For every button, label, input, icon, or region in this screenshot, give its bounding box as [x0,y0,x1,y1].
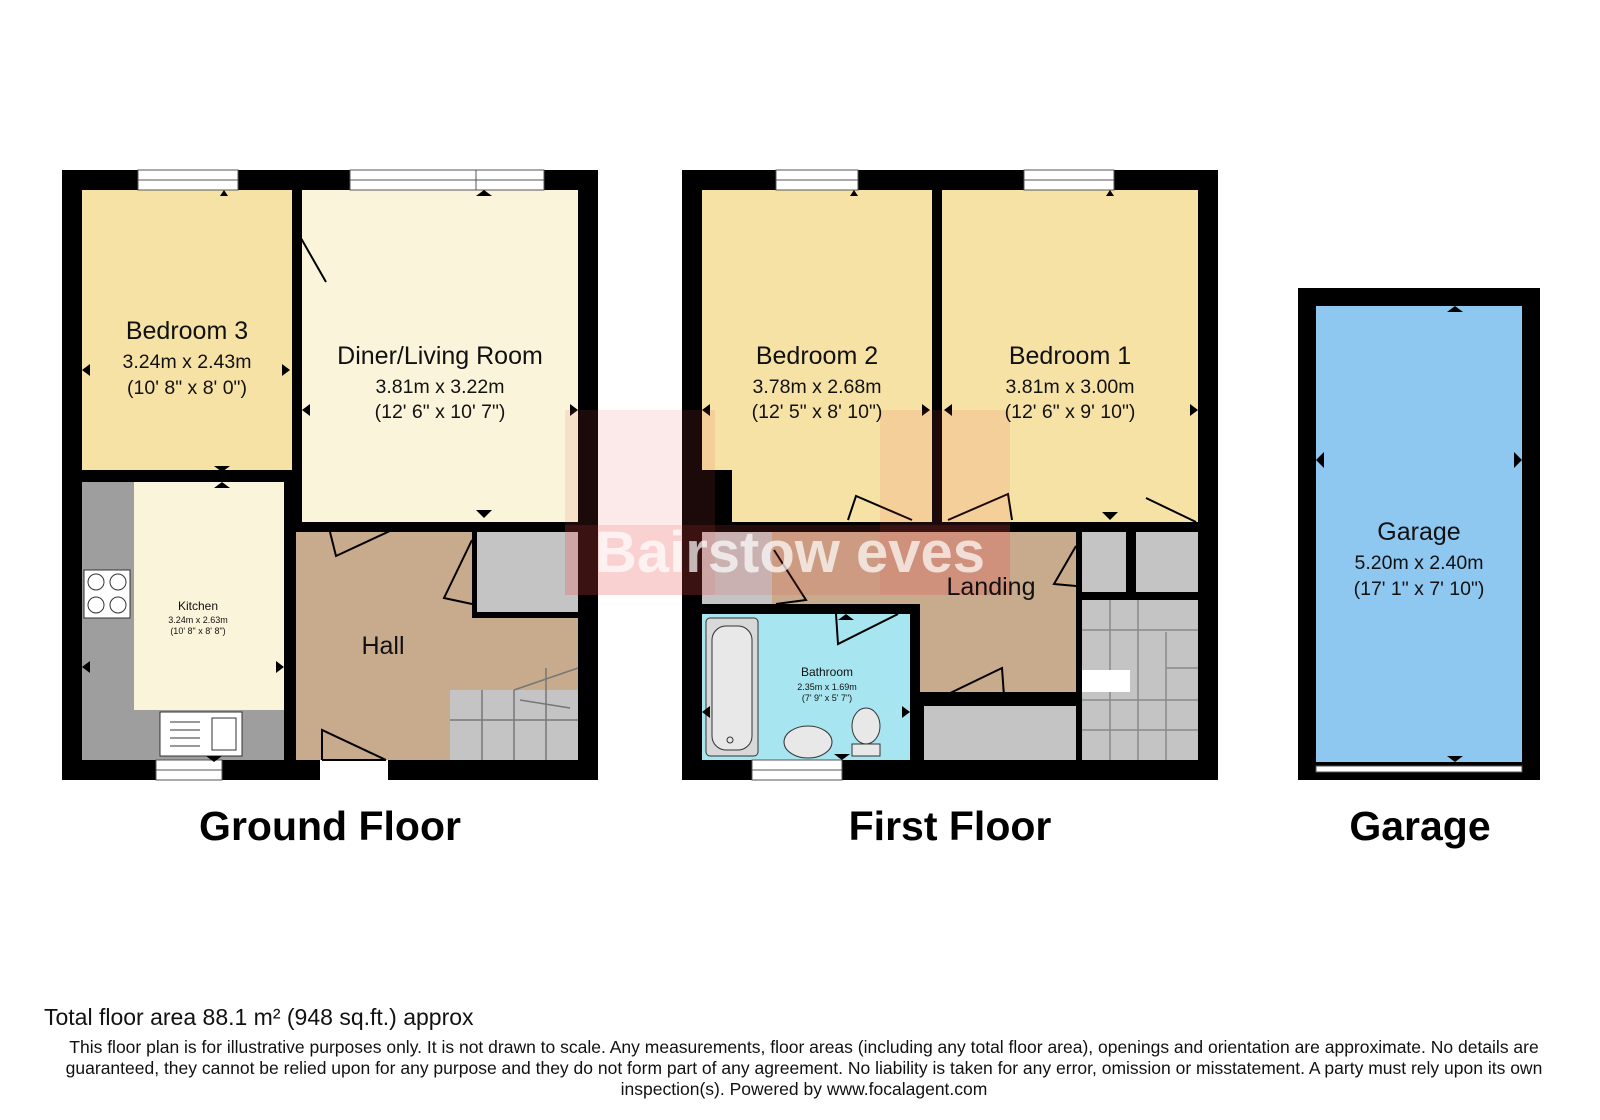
wall-landing-store [920,696,1080,706]
landing-cupboard-top-2 [1136,532,1198,592]
door-bathroom-swing [835,613,899,646]
kitchen-side-area [82,482,134,760]
wall-bed2-bed1 [932,190,942,522]
room-labels: Bedroom 3 3.24m x 2.43m (10' 8" x 8' 0")… [123,317,1485,703]
bathroom-imperial: (7' 9" x 5' 7") [802,693,852,703]
wall-bedrooms-landing [702,522,1198,532]
first-stairs [1082,600,1198,760]
wall-stairs-top [1076,592,1198,600]
bedroom2-imperial: (12' 5" x 8' 10") [752,401,883,423]
garage-plan [1298,288,1540,780]
watermark-logo: Bairstow eves [565,410,1010,595]
diner-floor [302,190,578,522]
wall-bathroom-right [910,604,920,760]
ground-floor-plan [62,169,598,781]
ground-floor-label: Ground Floor [199,803,461,849]
first-floor-label: First Floor [849,803,1052,849]
bathroom-name: Bathroom [801,665,853,679]
wall-kitchen-hall [284,480,294,760]
landing-cupboard-left [702,532,772,604]
hall-cupboard [474,532,578,614]
bedroom1-name: Bedroom 1 [1009,342,1131,370]
kitchen-metric: 3.24m x 2.63m [168,615,228,625]
diner-metric: 3.81m x 3.22m [376,376,505,398]
wall-cupboard-left [472,532,477,618]
door-bed1-swing [947,492,1013,521]
first-floor-plan [682,169,1218,781]
watermark-block-1 [565,410,715,595]
wall-bed3-diner [292,190,302,532]
front-door-gap [320,760,388,780]
wall-stairs-left [1076,532,1082,760]
stair-landing-white [1082,670,1130,692]
door-bed1-cupboard-swing [1145,497,1197,523]
garage-label: Garage [1349,803,1490,849]
disclaimer-text: This floor plan is for illustrative purp… [65,1037,1543,1099]
toilet-icon [851,743,881,757]
garage-metric: 5.20m x 2.40m [1355,552,1484,574]
basin-icon [783,725,833,759]
floor-labels: Ground Floor First Floor Garage [199,803,1491,849]
garage-door [1315,765,1523,773]
kitchen-name: Kitchen [178,599,218,613]
bedroom3-metric: 3.24m x 2.43m [123,351,252,373]
hob-icon [83,569,131,619]
door-store-swing [943,666,1005,697]
door-bed3-swing [293,225,327,283]
bathroom-metric: 2.35m x 1.69m [797,682,857,692]
kitchen-floor [134,482,284,710]
garage-dimension-arrows [1316,306,1522,762]
door-left-cupboard-swing [773,549,808,605]
sink-icon [159,711,243,757]
bedroom3-imperial: (10' 8" x 8' 0") [127,377,247,399]
ground-stairs [450,667,579,760]
ground-dimension-arrows [82,190,578,762]
bedroom3-name: Bedroom 3 [126,317,248,345]
wall-cupboard [474,612,578,618]
first-dimension-arrows [702,190,1198,760]
watermark-block-2 [880,410,1010,595]
watermark-block-3 [565,525,1010,595]
door-hall-diner-swing [329,529,393,558]
front-door-swing [321,728,387,761]
bedroom1-imperial: (12' 6" x 9' 10") [1005,401,1136,423]
watermark-text: Bairstow eves [595,520,985,585]
bedroom1-metric: 3.81m x 3.00m [1006,376,1135,398]
bedroom2-metric: 3.78m x 2.68m [753,376,882,398]
landing-name: Landing [947,573,1036,601]
door-landing-cupboard-swing [1052,545,1077,587]
garage-imperial: (17' 1" x 7' 10") [1354,578,1485,600]
hall-name: Hall [361,632,404,660]
bedroom3-floor [82,190,292,470]
garage-name: Garage [1377,518,1460,546]
bedroom2-floor [702,190,932,522]
wall-diner-hall [294,522,578,532]
bedroom2-name: Bedroom 2 [756,342,878,370]
wall-bathroom-top [702,604,918,614]
garage-floor [1316,306,1522,762]
total-floor-area: Total floor area 88.1 m² (948 sq.ft.) ap… [44,1004,474,1030]
landing-store [924,706,1076,760]
bedroom2-recess [702,470,732,522]
door-bed2-swing [847,494,913,521]
wall-cupboard-mid [1126,532,1136,592]
bedroom1-floor [942,190,1198,522]
diner-imperial: (12' 6" x 10' 7") [375,401,506,423]
landing-cupboard-top-1 [1082,532,1126,592]
kitchen-imperial: (10' 8" x 8' 8") [170,626,225,636]
wall-bed3-kitchen [82,470,292,480]
diner-name: Diner/Living Room [337,342,543,370]
door-cupboard-swing [442,539,473,605]
